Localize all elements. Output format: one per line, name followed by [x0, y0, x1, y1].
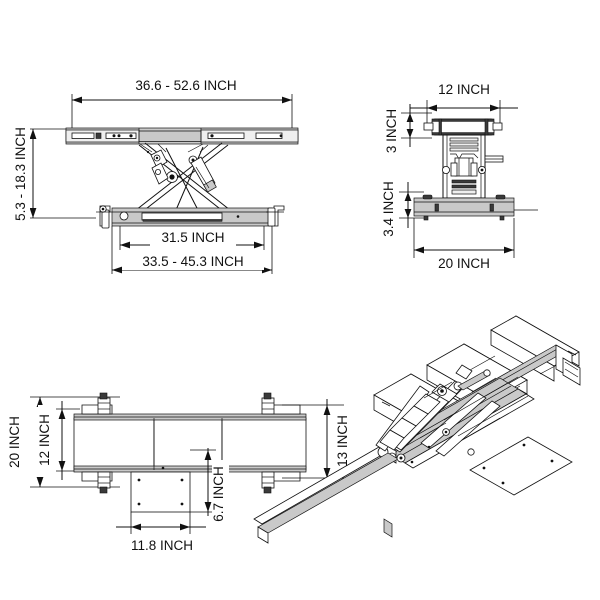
- dim-base-width: 20 INCH: [413, 218, 515, 272]
- dim-base-depth: 13 INCH: [282, 399, 354, 484]
- front-scissor-linkage: [135, 142, 231, 213]
- side-elevation-view: 12 INCH 3 INCH: [381, 80, 538, 272]
- dim-label-platform-width: 12 INCH: [438, 82, 490, 97]
- front-left-roller: [96, 205, 112, 229]
- front-base-frame: [96, 205, 285, 229]
- dim-base-height: 3.4 INCH: [381, 172, 424, 246]
- iso-mounting-plate: [469, 436, 573, 496]
- isometric-perspective-view: [253, 315, 581, 544]
- top-plan-view: 20 INCH 12 INCH: [7, 392, 354, 554]
- front-elevation-view: 36.6 - 52.6 INCH 5.3 - 18.3 INCH: [11, 76, 299, 274]
- dim-label-base-depth: 13 INCH: [335, 415, 350, 467]
- side-top-platform: [423, 118, 503, 136]
- side-base-plate: [413, 194, 538, 221]
- side-scissor-column: [441, 134, 504, 199]
- dim-label-base-inner-width: 31.5 INCH: [161, 230, 224, 245]
- front-top-platform: [65, 127, 299, 153]
- front-right-roller: [266, 205, 285, 227]
- dim-platform-width: 12 INCH: [410, 80, 518, 126]
- dim-platform-thickness: 3 INCH: [384, 100, 432, 162]
- dim-platform-depth: 12 INCH: [37, 401, 80, 480]
- dim-label-height-range: 5.3 - 18.3 INCH: [13, 127, 28, 221]
- iso-frame-details: [410, 376, 529, 464]
- dim-label-plate-offset: 6.7 INCH: [211, 466, 226, 522]
- dim-label-base-outer-width: 33.5 - 45.3 INCH: [142, 254, 243, 269]
- dim-plate-width: 11.8 INCH: [112, 512, 212, 554]
- dim-label-base-height: 3.4 INCH: [381, 181, 396, 237]
- dim-label-base-width: 20 INCH: [438, 256, 490, 271]
- dim-label-plate-width: 11.8 INCH: [131, 538, 193, 553]
- dim-base-outer-width: 33.5 - 45.3 INCH: [111, 226, 273, 274]
- dim-base-inner-width: 31.5 INCH: [119, 226, 265, 250]
- dim-label-overall-depth: 20 INCH: [7, 416, 22, 468]
- dim-height-range: 5.3 - 18.3 INCH: [11, 118, 96, 230]
- dim-label-platform-depth: 12 INCH: [37, 414, 52, 466]
- plan-mounting-plate: [130, 471, 191, 513]
- plan-platform-sections: [73, 413, 307, 473]
- dim-label-platform-thickness: 3 INCH: [384, 109, 399, 153]
- dim-label-top-width: 36.6 - 52.6 INCH: [135, 78, 236, 93]
- iso-ladder-links: [379, 393, 441, 451]
- dim-plate-offset: 6.7 INCH: [190, 448, 229, 528]
- iso-scissor-linkage: [375, 355, 501, 463]
- dim-top-width: 36.6 - 52.6 INCH: [71, 76, 293, 128]
